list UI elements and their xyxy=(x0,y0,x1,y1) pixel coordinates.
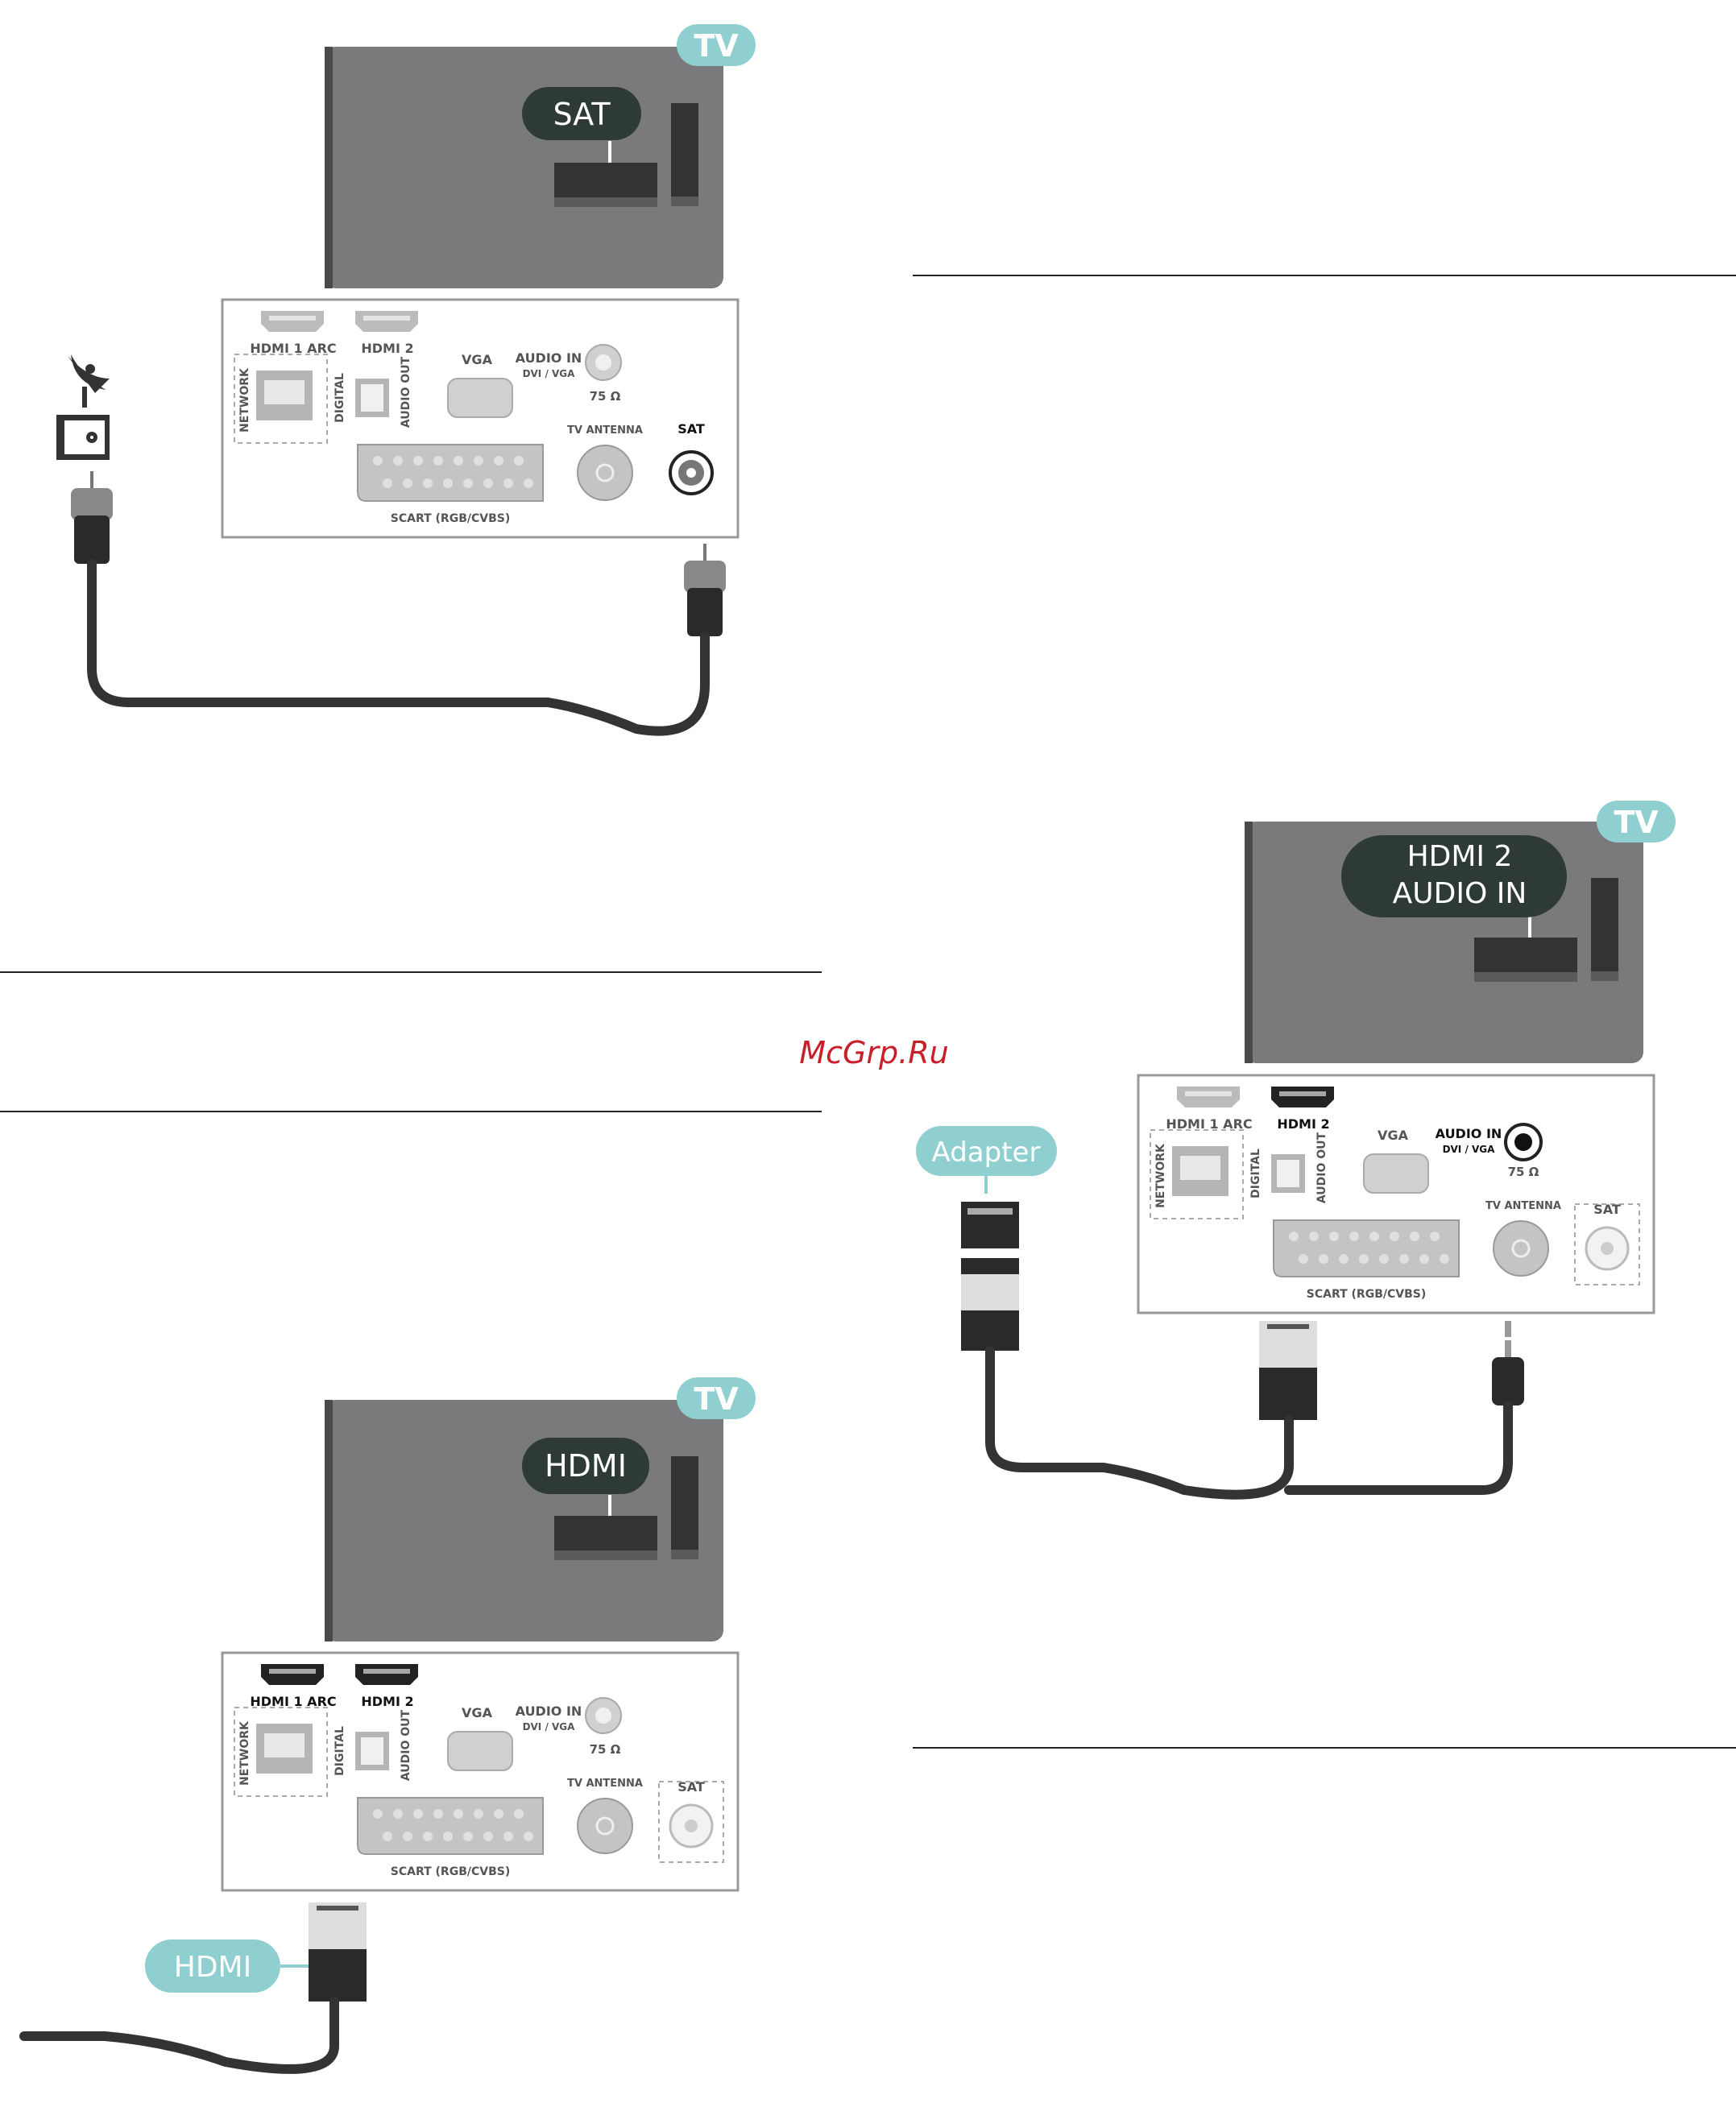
label-dvi-vga: DVI / VGA xyxy=(523,1721,576,1732)
audio-jack-plug xyxy=(1492,1321,1524,1405)
tv-badge xyxy=(1597,801,1676,842)
label-network: NETWORK xyxy=(1154,1143,1167,1208)
tv-side-bar xyxy=(671,103,698,206)
label-ohm: 75 Ω xyxy=(1508,1165,1539,1179)
label-audio-in: AUDIO IN xyxy=(1436,1126,1502,1141)
label-hdmi1: HDMI 1 ARC xyxy=(250,1694,336,1709)
hdmi-cable-label: HDMI xyxy=(174,1951,251,1984)
label-vga: VGA xyxy=(1378,1128,1409,1143)
audio-cable xyxy=(1284,1401,1513,1495)
tv-badge-label: TV xyxy=(694,1381,739,1417)
connector-panel: HDMI 1 ARC HDMI 2 VGA AUDIO IN DVI / VGA… xyxy=(1137,1074,1655,1314)
connector-panel: HDMI 1 ARC HDMI 2 VGA AUDIO IN DVI / VGA… xyxy=(221,1651,740,1892)
label-network: NETWORK xyxy=(238,1720,251,1786)
wall-socket-icon xyxy=(56,415,110,460)
label-scart: SCART (RGB/CVBS) xyxy=(391,1865,510,1878)
label-ohm: 75 Ω xyxy=(590,1742,621,1757)
label-tv-antenna: TV ANTENNA xyxy=(567,1778,643,1790)
label-vga: VGA xyxy=(462,1705,493,1720)
label-hdmi2: HDMI 2 xyxy=(361,341,413,356)
hdmi-callout-label: HDMI xyxy=(545,1448,627,1484)
coax-plug-right xyxy=(684,544,726,636)
label-hdmi1: HDMI 1 ARC xyxy=(1166,1116,1252,1132)
hdmi-plug xyxy=(1259,1321,1317,1420)
label-digital: DIGITAL xyxy=(334,1726,346,1776)
connector-panel: HDMI 1 ARC HDMI 2 VGA AUDIO IN DVI / VGA… xyxy=(221,298,740,539)
tv-side-bar xyxy=(1591,878,1618,981)
tv-screen xyxy=(325,1400,723,1641)
tv-badge xyxy=(677,1377,756,1419)
label-sat: SAT xyxy=(677,1779,705,1795)
tv-badge-label: TV xyxy=(1614,805,1659,840)
hdmi-audio-callout-pill xyxy=(1341,835,1567,917)
tv-badge-label: TV xyxy=(694,28,739,64)
satellite-dish-icon xyxy=(68,354,110,408)
tv-side-bar xyxy=(671,1456,698,1559)
label-dvi-vga: DVI / VGA xyxy=(523,368,576,379)
label-audio-in: AUDIO IN xyxy=(516,350,582,366)
coax-cable xyxy=(87,559,710,736)
adapter-label-pill xyxy=(916,1126,1057,1176)
label-hdmi1: HDMI 1 ARC xyxy=(250,341,336,356)
label-audio-out: AUDIO OUT xyxy=(400,1709,412,1781)
adapter-label: Adapter xyxy=(932,1136,1041,1169)
diagram-sat: SAT TV HDMI 1 ARC HDMI 2 VGA AUDIO IN DV… xyxy=(56,24,756,736)
label-hdmi2: HDMI 2 xyxy=(1277,1116,1329,1132)
hdmi-callout-pill xyxy=(522,1438,649,1494)
label-audio-in: AUDIO IN xyxy=(516,1704,582,1719)
hdmi-audio-callout-line1: HDMI 2 xyxy=(1407,840,1513,873)
hdmi-plug xyxy=(309,1902,367,2002)
adapter-plug xyxy=(961,1202,1019,1351)
hdmi-cable-label-pill xyxy=(145,1939,280,1993)
label-sat: SAT xyxy=(677,421,705,437)
label-hdmi2: HDMI 2 xyxy=(361,1694,413,1709)
sat-callout-label: SAT xyxy=(553,97,611,132)
tv-badge xyxy=(677,24,756,66)
label-network: NETWORK xyxy=(238,367,251,433)
label-audio-out: AUDIO OUT xyxy=(1315,1132,1328,1203)
hdmi-audio-callout-line2: AUDIO IN xyxy=(1393,877,1527,910)
diagram-hdmi-audio: HDMI 2 AUDIO IN TV HDMI 1 ARC HDMI 2 VGA… xyxy=(916,801,1676,1500)
label-digital: DIGITAL xyxy=(1249,1149,1262,1198)
label-vga: VGA xyxy=(462,352,493,367)
hdmi-cable xyxy=(19,1997,339,2074)
adapter-cable xyxy=(985,1346,1294,1500)
watermark: McGrp.Ru xyxy=(799,1035,948,1070)
label-audio-out: AUDIO OUT xyxy=(400,356,412,428)
label-digital: DIGITAL xyxy=(334,373,346,423)
tv-screen xyxy=(325,47,723,288)
label-dvi-vga: DVI / VGA xyxy=(1443,1144,1496,1155)
sat-callout-pill xyxy=(522,87,641,140)
label-sat: SAT xyxy=(1593,1202,1621,1217)
label-scart: SCART (RGB/CVBS) xyxy=(391,512,510,525)
label-ohm: 75 Ω xyxy=(590,389,621,404)
label-scart: SCART (RGB/CVBS) xyxy=(1307,1288,1426,1301)
coax-plug-left xyxy=(71,471,113,564)
label-tv-antenna: TV ANTENNA xyxy=(567,424,643,437)
diagram-hdmi: HDMI TV HDMI 1 ARC HDMI 2 VGA AUDIO IN D… xyxy=(19,1377,756,2074)
label-tv-antenna: TV ANTENNA xyxy=(1485,1200,1561,1212)
